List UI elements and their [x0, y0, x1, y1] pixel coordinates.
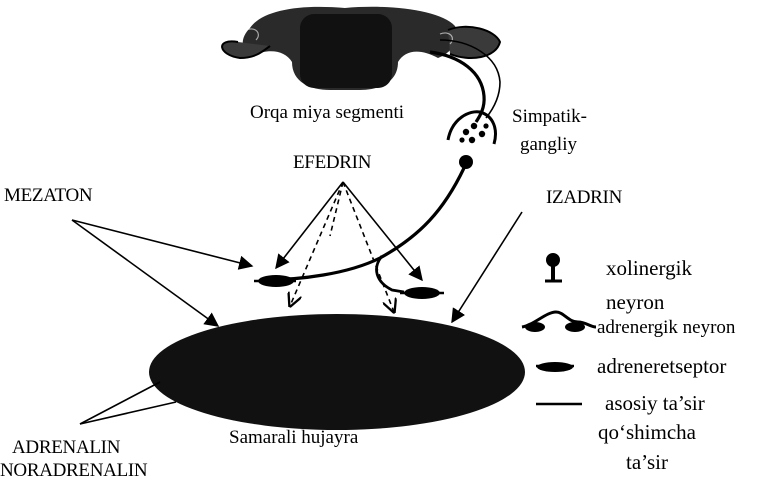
efedrin-dashed-arrow-left — [290, 182, 343, 306]
legend-additional-effect-label-line1: qo‘shimcha — [598, 422, 696, 443]
adrenalin-line-1 — [80, 382, 160, 424]
efedrin-arrow-receptor-right — [343, 182, 422, 280]
receptor-left — [254, 275, 296, 287]
mezaton-label: MEZATON — [4, 186, 92, 205]
receptor-right — [400, 287, 444, 299]
spinal-segment-label: Orqa miya segmenti — [250, 103, 404, 122]
efedrin-arrow-receptor-left — [276, 182, 343, 268]
efedrin-dashed-arrow-right — [343, 182, 394, 312]
ganglion-label-line1: Simpatik- — [512, 107, 587, 126]
spinal-cord-segment — [222, 7, 500, 90]
legend-adrenergic-icon — [522, 312, 596, 332]
legend-cholinergic-icon — [545, 253, 562, 281]
efedrin-label: EFEDRIN — [293, 153, 371, 172]
izadrin-label: IZADRIN — [546, 188, 622, 207]
effector-cell-label: Samarali hujayra — [229, 428, 358, 447]
adrenergic-axon — [262, 168, 464, 280]
ganglion-label-line2: gangliy — [520, 135, 577, 154]
legend-additional-effect-label-line2: ta’sir — [626, 452, 668, 473]
izadrin-arrow — [452, 212, 522, 322]
sympathetic-ganglion — [448, 112, 495, 144]
adrenergic-axon-branch — [377, 256, 404, 292]
mezaton-arrow-receptor — [72, 220, 252, 266]
legend-main-effect-label: asosiy ta’sir — [605, 393, 705, 414]
mezaton-arrow-cell — [72, 220, 218, 326]
legend-receptor-icon — [536, 362, 574, 372]
adrenalin-line-2 — [80, 402, 176, 424]
legend-cholinergic-label-line2: neyron — [606, 292, 664, 313]
noradrenalin-label: NORADRENALIN — [0, 461, 147, 480]
postganglionic-neuron-body — [459, 155, 473, 169]
legend-adrenergic-label: adrenergik neyron — [597, 318, 735, 337]
adrenalin-label: ADRENALIN — [12, 438, 120, 457]
legend-receptor-label: adreneretseptor — [597, 356, 726, 377]
legend-cholinergic-label-line1: xolinergik — [606, 258, 692, 279]
effector-cell — [149, 314, 525, 430]
